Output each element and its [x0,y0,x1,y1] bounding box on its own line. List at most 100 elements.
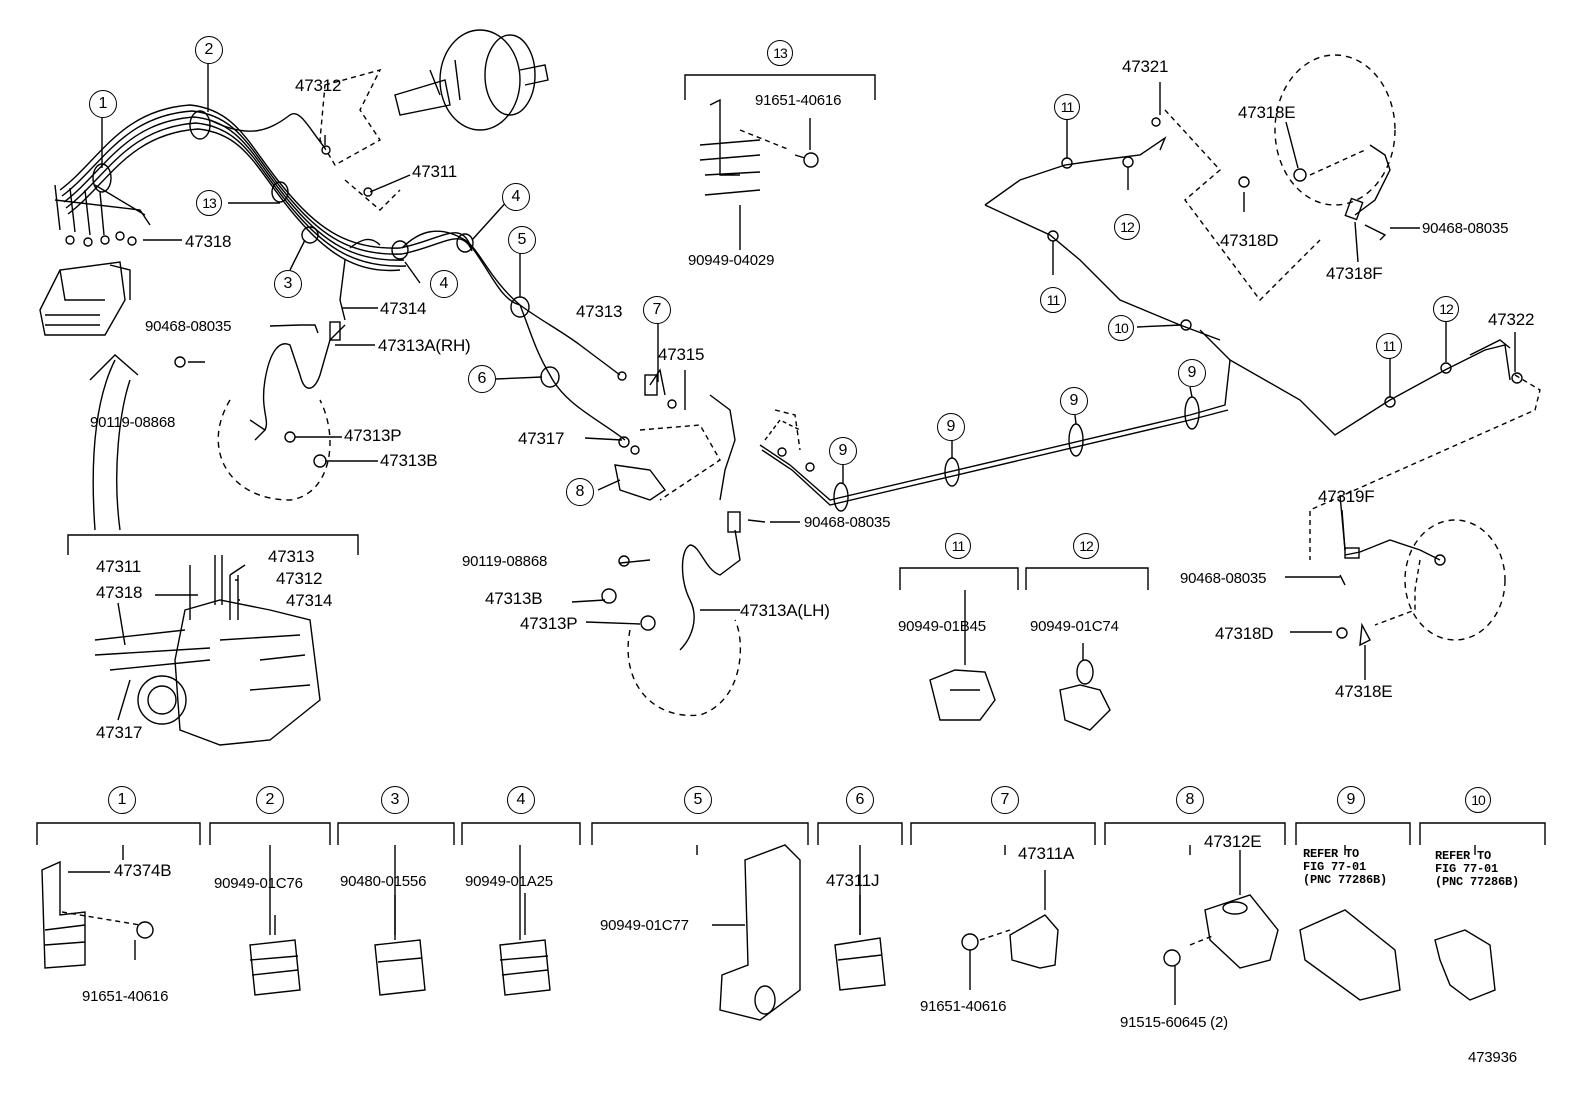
inset-label-47314: 47314 [286,591,333,610]
callout-13-a: 13 [196,190,222,216]
label-91515-60645: 91515-60645 (2) [1120,1014,1228,1031]
label-90480-01556: 90480-01556 [340,873,427,890]
callout-11-c: 11 [1376,333,1402,359]
tube-clamp-ovals [92,110,560,388]
label-91651-40616-b1: 91651-40616 [82,988,169,1005]
callout-2-b: 2 [256,786,284,814]
label-47313B-b: 47313B [485,589,543,608]
speed-sensor-rh [217,321,346,501]
booster-drawing [319,29,549,166]
label-47315: 47315 [658,345,705,364]
label-47321: 47321 [1122,57,1169,76]
label-90468-08035-c: 90468-08035 [1422,220,1509,237]
callout-11-b: 11 [1040,287,1066,313]
main-brake-tubes [59,104,626,441]
callout-6-b: 6 [846,786,874,814]
label-90949-01C74: 90949-01C74 [1030,618,1119,635]
inset-label-47318: 47318 [96,583,143,602]
label-47318: 47318 [185,232,232,251]
label-90119-08868-b: 90119-08868 [462,553,548,570]
diagram-id: 473936 [1468,1049,1517,1066]
callout-9-b: 9 [937,413,965,441]
label-47313A-rh: 47313A(RH) [378,336,471,355]
top-clamp-13-detail [684,74,876,196]
label-47322: 47322 [1488,310,1535,329]
label-47318D-b: 47318D [1215,624,1274,643]
label-47318F: 47318F [1326,264,1383,283]
label-47317: 47317 [518,429,565,448]
callout-6-a: 6 [468,365,496,393]
callout-12-a: 12 [1114,214,1140,240]
label-47311A: 47311A [1018,844,1075,863]
label-90949-04029: 90949-04029 [688,252,775,269]
label-90949-01B45: 90949-01B45 [898,618,986,635]
label-47314: 47314 [380,299,427,318]
callout-11-a: 11 [1054,94,1080,120]
abs-inset-bracket [67,534,359,746]
callout-11-d: 11 [945,533,971,559]
label-47311: 47311 [412,162,458,181]
callout-4-c: 4 [507,786,535,814]
label-47312E: 47312E [1204,832,1262,851]
label-47313P-b: 47313P [520,614,578,633]
label-90949-01C77: 90949-01C77 [600,917,689,934]
callout-3-b: 3 [381,786,409,814]
callout-9-e: 9 [1337,786,1365,814]
label-47319F: 47319F [1318,487,1375,506]
label-91651-40616-b7: 91651-40616 [920,998,1007,1015]
label-90468-08035-b: 90468-08035 [804,514,891,531]
label-47312: 47312 [295,76,342,95]
rear-brake-lines [759,109,1541,560]
callout-4-a: 4 [430,270,458,298]
abs-actuator-drawing [39,184,151,336]
big-arrow [89,354,139,531]
inset-label-47312: 47312 [276,569,323,588]
callout-10-b: 10 [1465,787,1491,813]
speed-sensor-lh [627,394,766,717]
callout-9-d: 9 [1178,359,1206,387]
label-47313B-a: 47313B [380,451,438,470]
callout-13-b: 13 [767,40,793,66]
inset-label-47311: 47311 [96,557,142,576]
label-47374B: 47374B [114,861,172,880]
refer-to-fig-9: REFER TO FIG 77-01 (PNC 77286B) [1303,847,1388,887]
label-47313: 47313 [576,302,623,321]
rear-flex-hoses [1238,54,1506,647]
refer-to-fig-10: REFER TO FIG 77-01 (PNC 77286B) [1435,849,1520,889]
clamp-11-12-details [899,567,1149,731]
inset-label-47317: 47317 [96,723,143,742]
label-90949-01C76: 90949-01C76 [214,875,303,892]
callout-7-a: 7 [643,296,671,324]
label-47318D-a: 47318D [1220,231,1279,250]
callout-4-b: 4 [502,183,530,211]
callout-12-c: 12 [1073,533,1099,559]
callout-2-a: 2 [195,36,223,64]
callout-9-c: 9 [1060,387,1088,415]
label-47318E-a: 47318E [1238,103,1296,122]
label-90949-01A25: 90949-01A25 [465,873,553,890]
callout-7-b: 7 [991,786,1019,814]
callout-1-b: 1 [108,786,136,814]
label-90119-08868-a: 90119-08868 [90,414,176,431]
callout-9-a: 9 [829,437,857,465]
label-91651-40616-top: 91651-40616 [755,92,842,109]
callout-12-b: 12 [1433,296,1459,322]
callout-10-a: 10 [1108,315,1134,341]
label-47318E-b: 47318E [1335,682,1393,701]
leader-lines [68,62,1516,1005]
inset-label-47313: 47313 [268,547,315,566]
callout-8-b: 8 [1176,786,1204,814]
fittings [174,179,721,631]
callout-1-a: 1 [89,90,117,118]
label-47313A-lh: 47313A(LH) [740,601,830,620]
callout-8-a: 8 [566,478,594,506]
callout-5-b: 5 [684,786,712,814]
label-47311J: 47311J [826,871,880,890]
label-47313P-a: 47313P [344,426,402,445]
callout-5-a: 5 [508,226,536,254]
bottom-clamp-row [36,822,1546,1021]
label-90468-08035-a: 90468-08035 [145,318,232,335]
label-90468-08035-d: 90468-08035 [1180,570,1267,587]
callout-3-a: 3 [274,270,302,298]
